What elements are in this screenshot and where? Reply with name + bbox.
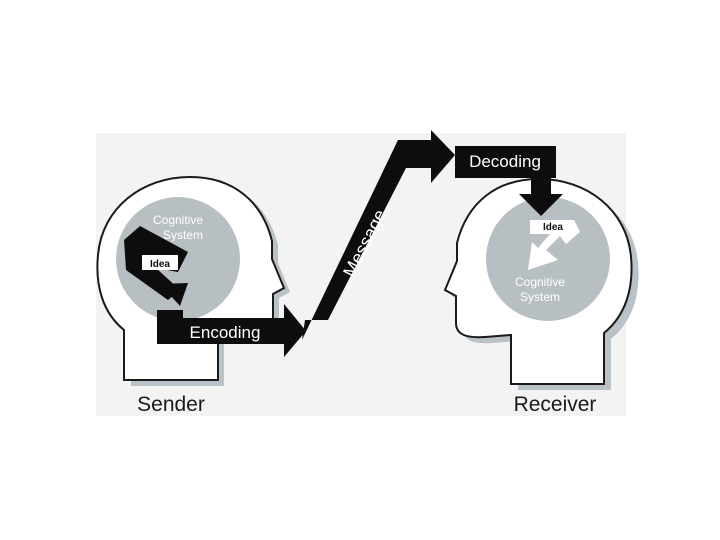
sender-idea-arrow-tip bbox=[160, 283, 188, 306]
receiver-idea-label: Idea bbox=[543, 222, 563, 233]
sender-caption: Sender bbox=[137, 393, 205, 416]
receiver-caption: Receiver bbox=[514, 393, 597, 416]
receiver-cognitive-label-line1: Cognitive bbox=[515, 275, 565, 289]
sender-idea-box bbox=[142, 255, 178, 270]
encoding-arrow-group: Encoding bbox=[157, 304, 306, 357]
decoding-arrow bbox=[455, 146, 563, 216]
decoding-arrow-group: Decoding bbox=[455, 146, 563, 216]
sender-cognitive-label-line1: Cognitive bbox=[153, 213, 203, 227]
receiver-cognitive-label-line2: System bbox=[520, 290, 560, 304]
encoding-label: Encoding bbox=[190, 323, 261, 342]
receiver-idea-arrow bbox=[528, 220, 580, 270]
sender-idea-label: Idea bbox=[150, 259, 170, 270]
decoding-label: Decoding bbox=[469, 152, 541, 171]
sender-cognitive-label-line2: System bbox=[163, 228, 203, 242]
message-arrow bbox=[302, 130, 455, 340]
encoding-arrow bbox=[157, 304, 306, 357]
receiver-head-group: Cognitive System Idea bbox=[443, 177, 639, 390]
